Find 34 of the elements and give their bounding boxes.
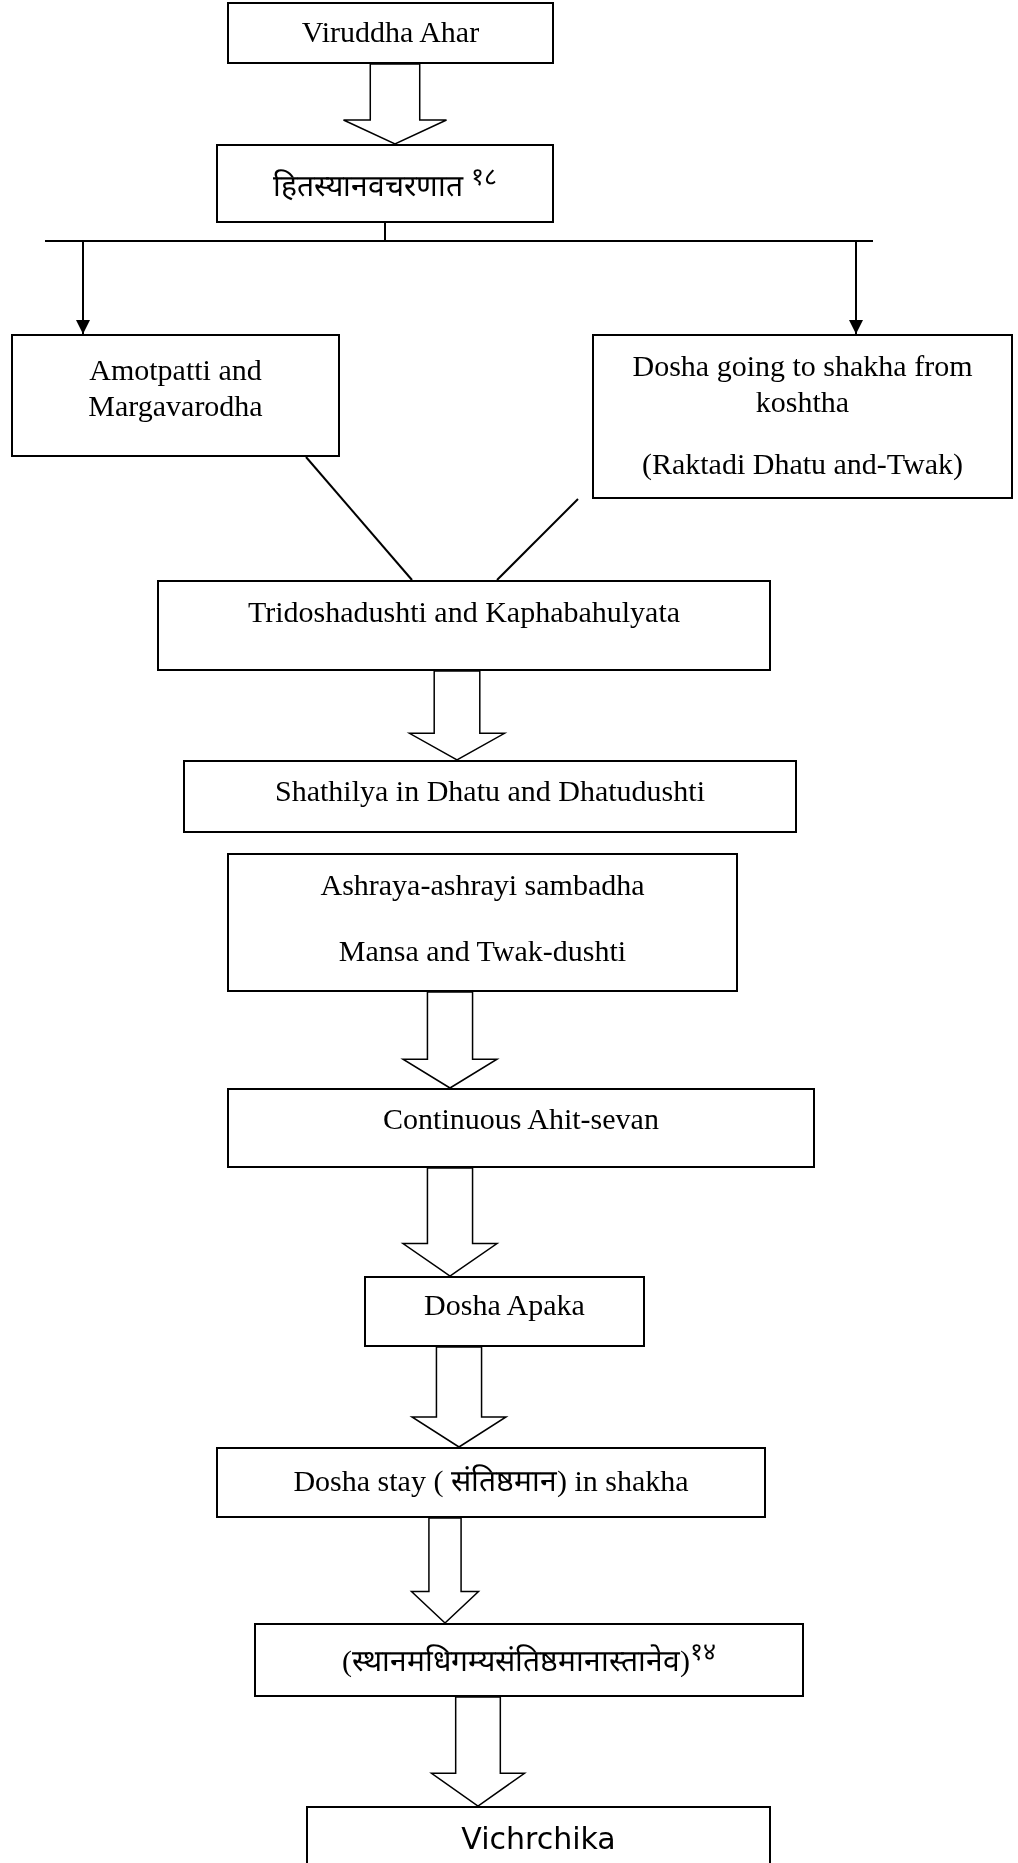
process-box xyxy=(592,334,1013,499)
box-text: Dosha Apaka xyxy=(424,1287,585,1323)
process-box xyxy=(227,853,738,992)
connector-line xyxy=(496,498,579,581)
box-text: Tridoshadushti and Kaphabahulyata xyxy=(247,594,681,630)
block-arrow xyxy=(342,63,448,145)
process-box xyxy=(216,1447,766,1518)
box-text: Viruddha Ahar xyxy=(301,14,480,50)
block-arrow xyxy=(429,1696,527,1807)
box-text: (स्थानमधिगम्यसंतिष्ठमानास्तानेव)$^{१४}$ xyxy=(342,1637,716,1679)
connector-line xyxy=(305,456,413,581)
process-box xyxy=(216,144,554,223)
box-text: Amotpatti and Margavarodha xyxy=(87,352,264,424)
process-box xyxy=(364,1276,645,1347)
block-arrow xyxy=(409,1346,509,1448)
block-arrow xyxy=(409,1517,481,1625)
box-text: Dosha going to shakha from koshtha xyxy=(631,348,974,420)
process-box xyxy=(227,1088,815,1168)
box-text: Shathilya in Dhatu and Dhatudushti xyxy=(275,773,705,809)
block-arrow xyxy=(400,1167,500,1277)
box-text: Vichrchika xyxy=(461,1821,616,1857)
box-text: Mansa and Twak-dushti xyxy=(338,933,627,969)
box-text: हितस्यानवचरणात $^{१८}$ xyxy=(273,162,497,204)
process-box xyxy=(11,334,340,457)
process-box xyxy=(254,1623,804,1697)
process-box xyxy=(157,580,771,671)
box-text: Dosha stay ( संतिष्ठमान) in shakha xyxy=(293,1463,689,1499)
block-arrow xyxy=(406,670,508,761)
box-text: (Raktadi Dhatu and-Twak) xyxy=(641,446,964,482)
block-arrow xyxy=(400,991,500,1089)
process-box xyxy=(227,2,554,64)
process-box xyxy=(183,760,797,833)
box-text: Continuous Ahit-sevan xyxy=(383,1101,659,1137)
box-text: Ashraya-ashrayi sambadha xyxy=(320,867,645,903)
